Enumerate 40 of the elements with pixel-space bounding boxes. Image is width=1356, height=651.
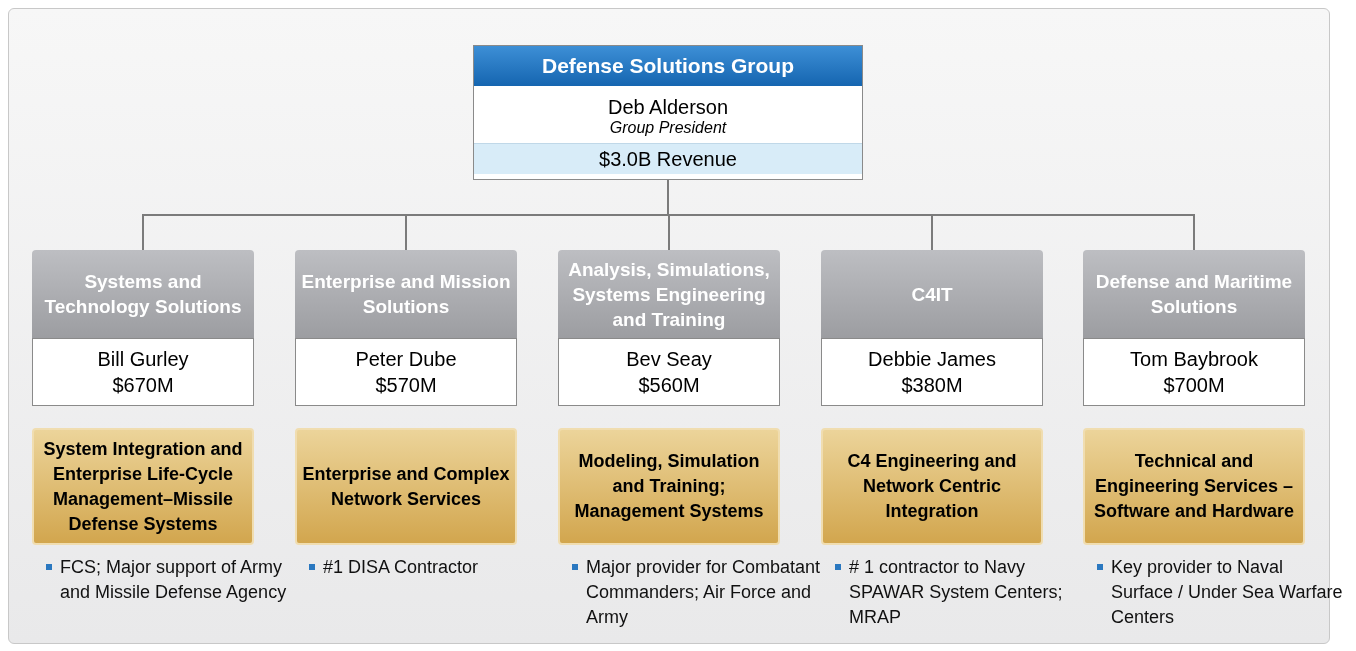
division-header: C4IT <box>821 250 1043 338</box>
revenue-text: $560M <box>638 373 700 398</box>
revenue-text: $670M <box>112 373 174 398</box>
bullet-text: FCS; Major support of Army and Missile Defense Agency <box>60 556 288 604</box>
capability-text: Enterprise and Complex Network Services <box>301 462 511 511</box>
title-bar: Defense Solutions Group <box>474 46 862 86</box>
person-name: Debbie James <box>868 347 996 372</box>
capability-box <box>32 428 254 545</box>
capability-box <box>558 428 780 545</box>
division-header: Systems and Technology Solutions <box>32 250 254 338</box>
person-name: Tom Baybrook <box>1130 347 1258 372</box>
capability-box <box>295 428 517 545</box>
capability-box <box>1083 428 1305 545</box>
division-box <box>295 250 517 406</box>
bullet-text: Key provider to Naval Surface / Under Sea Warfare Centers <box>1111 556 1344 629</box>
person-name: Deb Alderson <box>606 96 730 119</box>
group-box <box>473 45 863 180</box>
person-name: Bev Seay <box>626 347 712 372</box>
division-header: Analysis, Simulations, Systems Engineering and Training <box>558 250 780 338</box>
revenue-text: $570M <box>375 373 437 398</box>
capability-text: C4 Engineering and Network Centric Integration <box>846 450 1018 523</box>
division-header: Enterprise and Mission Solutions <box>295 250 517 338</box>
person-name: Peter Dube <box>355 347 457 372</box>
job-title: Group President <box>608 119 728 137</box>
bullet-text: Major provider for Combatant Commanders; Air Force and Army <box>586 556 822 629</box>
bullet-text: #1 DISA Contractor <box>323 556 479 579</box>
revenue-band: $3.0B Revenue <box>474 143 862 174</box>
division-header: Defense and Maritime Solutions <box>1083 250 1305 338</box>
bullet-text: # 1 contractor to Navy SPAWAR System Centers; MRAP <box>849 556 1064 629</box>
capability-text: System Integration and Enterprise Life-Cycle Management–Missile Defense Systems <box>42 437 244 536</box>
division-box <box>1083 250 1305 406</box>
capability-box <box>821 428 1043 545</box>
capability-text: Technical and Engineering Services – Software and Hardware <box>1092 450 1296 523</box>
person-name: Bill Gurley <box>97 347 189 372</box>
capability-text: Modeling, Simulation and Training; Management Systems <box>573 450 765 523</box>
division-box <box>32 250 254 406</box>
revenue-text: $700M <box>1163 373 1225 398</box>
division-box <box>558 250 780 406</box>
division-box <box>821 250 1043 406</box>
revenue-text: $380M <box>901 373 963 398</box>
